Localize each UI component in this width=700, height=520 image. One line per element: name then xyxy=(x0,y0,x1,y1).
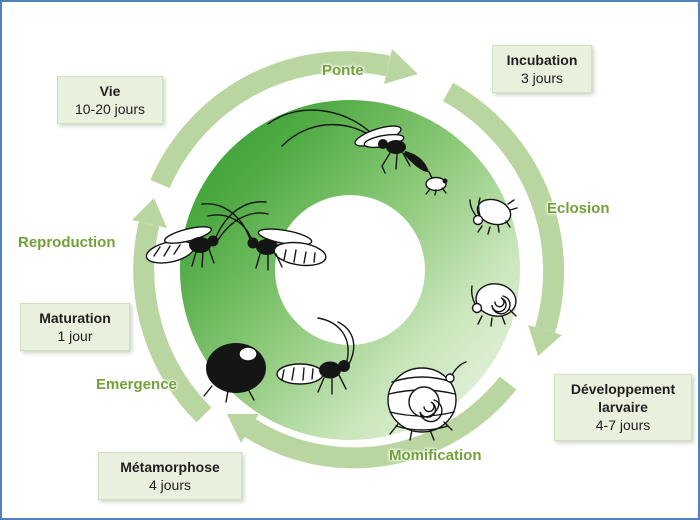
cycle-ring-hole xyxy=(275,195,425,345)
duration-box-value: 10-20 jours xyxy=(74,101,146,118)
duration-box-developpement-larvaire: Développement larvaire 4-7 jours xyxy=(554,374,692,441)
duration-box-title: Vie xyxy=(99,83,121,99)
cycle-arrow-bottom xyxy=(227,376,517,469)
wasp-ovipositing-icon xyxy=(267,109,448,196)
duration-box-vie: Vie 10-20 jours xyxy=(57,76,163,125)
stage-label-reproduction: Reproduction xyxy=(18,234,116,251)
duration-box-value: 3 jours xyxy=(520,70,564,87)
duration-box-maturation: Maturation 1 jour xyxy=(20,303,130,352)
cycle-arrow-right xyxy=(442,82,565,356)
stage-label-emergence: Emergence xyxy=(96,376,177,393)
duration-box-title: Maturation xyxy=(39,310,111,326)
stage-label-eclosion: Eclosion xyxy=(547,200,610,217)
duration-box-title: Développement larvaire xyxy=(570,381,676,416)
duration-box-title: Incubation xyxy=(506,52,578,68)
duration-box-incubation: Incubation 3 jours xyxy=(492,45,592,94)
stage-label-momification: Momification xyxy=(389,447,482,464)
stage-label-ponte: Ponte xyxy=(322,62,364,79)
duration-box-title: Métamorphose xyxy=(120,459,220,475)
mating-wasps-icon xyxy=(145,201,327,271)
duration-box-value: 4 jours xyxy=(148,477,192,494)
cycle-arrow-left xyxy=(132,198,212,423)
aphid-mummy-icon xyxy=(387,361,467,441)
duration-box-value: 1 jour xyxy=(57,328,93,345)
duration-box-value: 4-7 jours xyxy=(595,417,651,434)
duration-box-metamorphose: Métamorphose 4 jours xyxy=(98,452,242,501)
aphid-with-larva-icon xyxy=(470,283,517,327)
wasp-emerging-from-mummy-icon xyxy=(203,317,355,403)
aphid-icon xyxy=(469,197,518,235)
cycle-arrow-top xyxy=(150,49,418,189)
